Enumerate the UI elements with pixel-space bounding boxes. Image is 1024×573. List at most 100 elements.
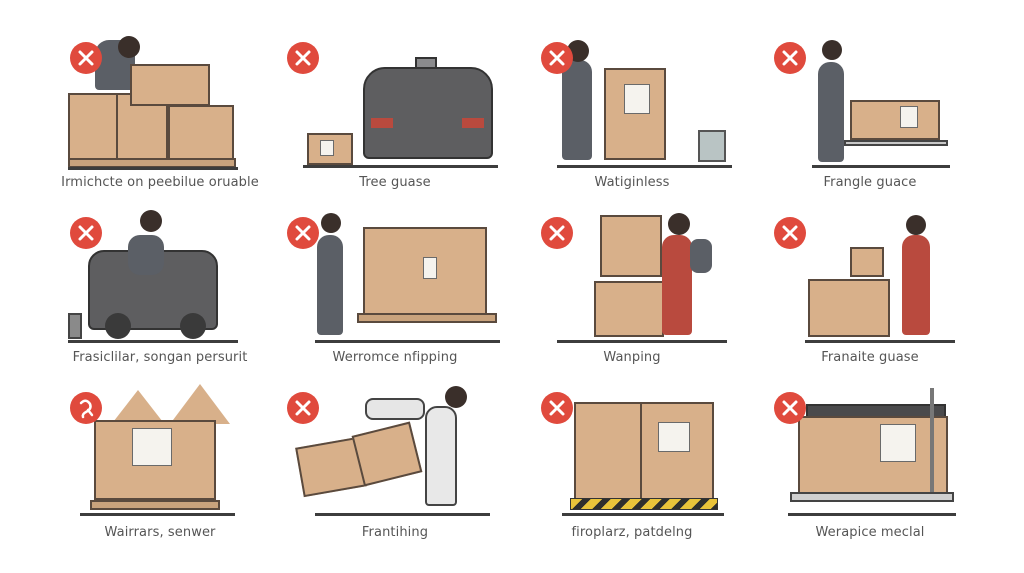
canister xyxy=(68,313,82,339)
box xyxy=(808,279,890,337)
box xyxy=(168,105,234,165)
pallet xyxy=(357,313,497,323)
tile-11: firoplarz, patdelng xyxy=(512,380,752,550)
hazard-stripe-pallet xyxy=(570,498,718,510)
tile-caption: Franaite guase xyxy=(821,350,919,365)
tile-6: Werromce nfipping xyxy=(275,205,515,375)
box xyxy=(850,247,884,277)
crate-base xyxy=(790,492,954,502)
cross-icon xyxy=(541,42,573,74)
person-figure xyxy=(317,235,343,335)
ground-line xyxy=(557,340,727,343)
person-figure xyxy=(818,62,844,162)
person-head xyxy=(906,215,926,235)
vehicle-with-box-illustration xyxy=(275,30,515,170)
tail-light-right xyxy=(462,118,484,128)
tile-8: Franaite guase xyxy=(750,205,990,375)
person-in-machine-illustration xyxy=(40,205,280,345)
person-figure xyxy=(128,235,164,275)
person-head xyxy=(822,40,842,60)
pallet xyxy=(90,500,220,510)
tile-caption: Werromce nfipping xyxy=(332,350,458,365)
ground-line xyxy=(805,340,955,343)
cross-icon xyxy=(70,42,102,74)
tile-2: Tree guase xyxy=(275,30,515,200)
ground-line xyxy=(812,165,950,168)
shipping-label xyxy=(900,106,918,128)
box xyxy=(594,281,664,337)
tile-12: Werapice meclal xyxy=(750,380,990,550)
person-taping-box-illustration xyxy=(275,205,515,345)
cross-icon xyxy=(287,217,319,249)
person-figure xyxy=(902,235,930,335)
tile-1: Irmichcte on peebilue oruable xyxy=(40,30,280,200)
ground-line xyxy=(315,340,500,343)
tile-caption: Werapice meclal xyxy=(815,525,925,540)
tile-4: Frangle guace xyxy=(750,30,990,200)
cross-icon xyxy=(541,392,573,424)
tile-caption: Frangle guace xyxy=(823,175,917,190)
tail-light-left xyxy=(371,118,393,128)
open-box-on-pallet-illustration xyxy=(40,380,280,520)
box xyxy=(574,402,642,500)
tile-caption: Wanping xyxy=(603,350,661,365)
tile-caption: Wairrars, senwer xyxy=(104,525,216,540)
cross-icon xyxy=(70,217,102,249)
tile-caption: Irmichcte on peebilue oruable xyxy=(61,175,259,190)
person-head xyxy=(668,213,690,235)
tile-3: Watiginless xyxy=(512,30,752,200)
hand-truck xyxy=(365,398,425,420)
shipping-label xyxy=(658,422,690,452)
shipping-label xyxy=(320,140,334,156)
person-head xyxy=(118,36,140,58)
tile-caption: Tree guase xyxy=(359,175,431,190)
tile-5: Frasiclilar, songan persurit xyxy=(40,205,280,375)
cross-icon xyxy=(287,392,319,424)
box xyxy=(68,93,118,165)
box xyxy=(850,100,940,140)
person-with-hand-truck-illustration xyxy=(275,380,515,520)
shipping-label xyxy=(132,428,172,466)
ground-line xyxy=(68,167,238,170)
ground-line xyxy=(562,513,724,516)
person-pushing-cart-illustration xyxy=(750,30,990,170)
box xyxy=(600,215,662,277)
person-reaching-boxes-illustration xyxy=(750,205,990,345)
person-stacking-boxes-illustration xyxy=(40,30,280,170)
tile-caption: Watiginless xyxy=(594,175,670,190)
cross-icon xyxy=(774,392,806,424)
industrial-crate-illustration xyxy=(750,380,990,520)
person-with-backpack-boxes-illustration xyxy=(512,205,752,345)
tile-caption: firoplarz, patdelng xyxy=(571,525,693,540)
ground-line xyxy=(68,340,238,343)
person-figure xyxy=(425,406,457,506)
vehicle-body xyxy=(363,67,493,159)
cart-platform xyxy=(844,140,948,146)
wheel xyxy=(105,313,131,339)
cross-icon xyxy=(774,42,806,74)
box-flap xyxy=(170,384,230,424)
ground-line xyxy=(788,513,956,516)
person-figure xyxy=(562,60,592,160)
tile-caption: Frasiclilar, songan persurit xyxy=(72,350,248,365)
cross-icon xyxy=(541,217,573,249)
person-carrying-box-illustration xyxy=(512,30,752,170)
crate xyxy=(798,416,948,494)
cross-icon xyxy=(774,217,806,249)
vehicle-roof-light xyxy=(415,57,437,69)
box xyxy=(351,421,423,487)
person-figure xyxy=(662,235,692,335)
tile-7: Wanping xyxy=(512,205,752,375)
shipping-label xyxy=(624,84,650,114)
ground-line xyxy=(80,513,235,516)
ground-line xyxy=(315,513,490,516)
equipment xyxy=(698,130,726,162)
warning-icon xyxy=(70,392,102,424)
backpack xyxy=(690,239,712,273)
shipping-label xyxy=(880,424,916,462)
tile-9: Wairrars, senwer xyxy=(40,380,280,550)
tile-10: Frantihing xyxy=(275,380,515,550)
person-head xyxy=(321,213,341,233)
tile-caption: Frantihing xyxy=(361,525,429,540)
